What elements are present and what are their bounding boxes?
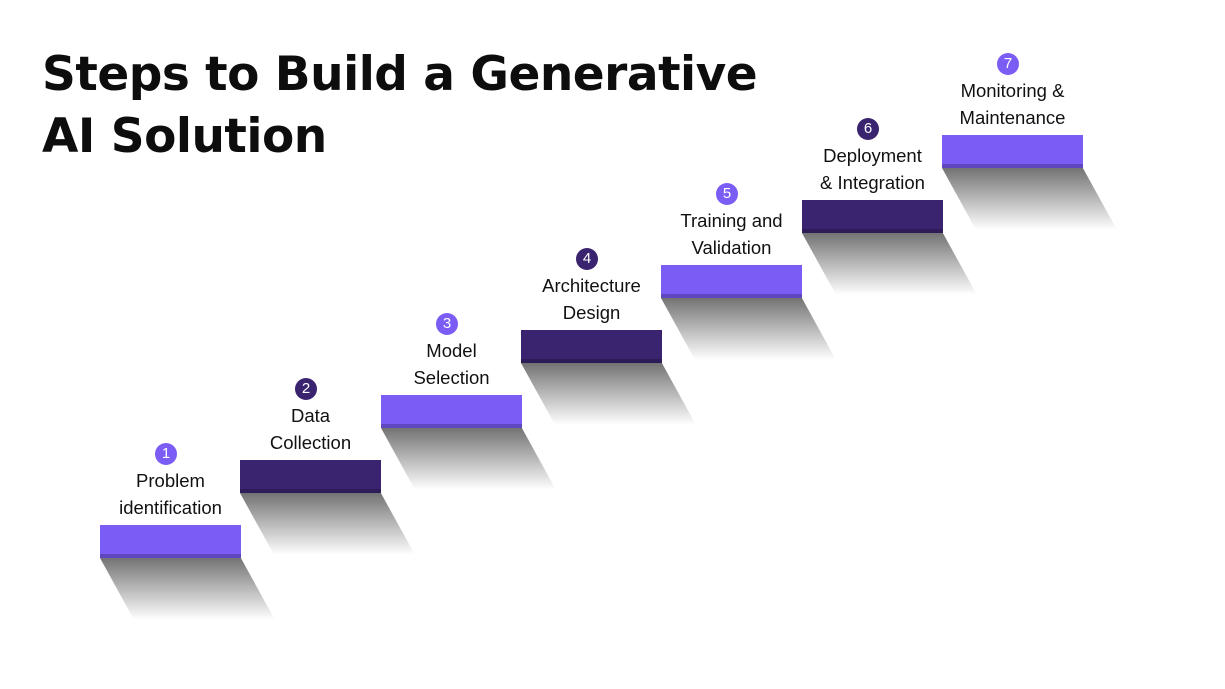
step-label-line: Problem <box>136 470 205 491</box>
step-label-line: Maintenance <box>959 107 1066 128</box>
step-number-badge: 3 <box>436 313 458 335</box>
step-6-shadow <box>802 233 977 295</box>
step-bar <box>521 330 662 363</box>
step-label-line: Architecture <box>542 275 641 296</box>
step-label: Monitoring & Maintenance <box>922 77 1103 131</box>
step-label: Problem identification <box>80 467 261 521</box>
step-bar <box>381 395 522 428</box>
step-number-badge: 2 <box>295 378 317 400</box>
step-bar-edge <box>240 489 381 493</box>
step-bar-edge <box>521 359 662 363</box>
step-number-badge: 7 <box>997 53 1019 75</box>
step-bar-edge <box>802 229 943 233</box>
step-label-line: Data <box>290 405 331 426</box>
step-7-shadow <box>942 168 1117 230</box>
step-label-line: Design <box>562 302 621 323</box>
step-2-shadow <box>240 493 415 555</box>
step-bar <box>100 525 241 558</box>
step-bar <box>802 200 943 233</box>
step-number-badge: 6 <box>857 118 879 140</box>
step-label-line: Validation <box>691 237 772 258</box>
step-bar-edge <box>381 424 522 428</box>
step-label-line: Monitoring & <box>960 80 1065 101</box>
step-number-badge: 5 <box>716 183 738 205</box>
step-5-shadow <box>661 298 836 360</box>
step-bar <box>661 265 802 298</box>
step-label-line: Selection <box>413 367 490 388</box>
step-label: Deployment & Integration <box>782 142 963 196</box>
step-bar-edge <box>942 164 1083 168</box>
step-bar <box>942 135 1083 168</box>
step-3-shadow <box>381 428 556 490</box>
step-bar-edge <box>661 294 802 298</box>
step-bar-edge <box>100 554 241 558</box>
step-label-line: Deployment <box>823 145 922 166</box>
step-4-shadow <box>521 363 696 425</box>
page-title: Steps to Build a Generative AI Solution <box>42 44 802 168</box>
step-label-line: identification <box>119 497 222 518</box>
title-line-2: AI Solution <box>42 109 327 164</box>
title-line-1: Steps to Build a Generative <box>42 47 758 102</box>
step-1-shadow <box>100 558 275 620</box>
step-label-line: Collection <box>269 432 352 453</box>
step-label-line: Training and <box>680 210 783 231</box>
step-number-badge: 4 <box>576 248 598 270</box>
step-label-line: Model <box>426 340 477 361</box>
step-number-badge: 1 <box>155 443 177 465</box>
step-label-line: & Integration <box>820 172 925 193</box>
step-bar <box>240 460 381 493</box>
